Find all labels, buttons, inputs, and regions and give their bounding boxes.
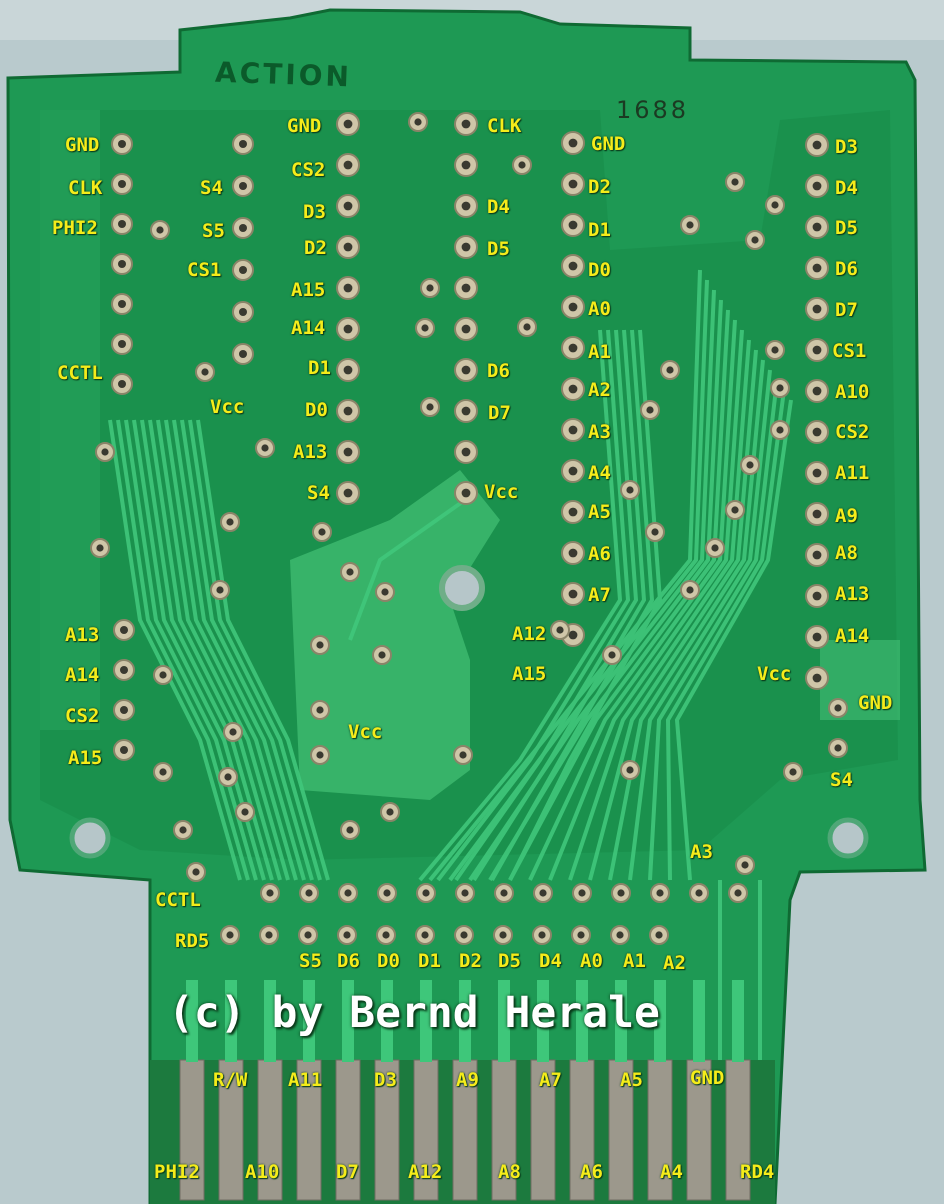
pin-label-cs1-left: CS1 bbox=[187, 259, 222, 281]
pin-label-cs2-lower-left: CS2 bbox=[65, 705, 100, 727]
pin-label-a4-finger: A4 bbox=[660, 1161, 683, 1183]
pin-label-a14-lower-left: A14 bbox=[65, 664, 100, 686]
pin-label-s4-left: S4 bbox=[200, 177, 223, 199]
pin-label-a15-lower-left: A15 bbox=[68, 747, 103, 769]
pin-label-rd5-bottom: RD5 bbox=[175, 930, 210, 952]
pin-label-d5-bottom: D5 bbox=[498, 950, 521, 972]
pin-label-d4-c2: D4 bbox=[487, 196, 510, 218]
pin-label-cctl-bottom: CCTL bbox=[155, 889, 201, 911]
pin-label-d0-c1: D0 bbox=[305, 399, 328, 421]
pin-label-a1-bottom: A1 bbox=[623, 950, 646, 972]
pin-label-vcc-c2: Vcc bbox=[484, 481, 519, 503]
pin-label-d1-bottom: D1 bbox=[418, 950, 441, 972]
pin-label-s5-bottom: S5 bbox=[299, 950, 322, 972]
pin-label-gnd-c1: GND bbox=[287, 115, 322, 137]
pin-label-d7-c2: D7 bbox=[488, 402, 511, 424]
pin-label-clk-c2: CLK bbox=[487, 115, 522, 137]
pin-label-a3-right: A3 bbox=[690, 841, 713, 863]
pcb-pads bbox=[90, 112, 848, 945]
pin-label-a10-right: A10 bbox=[835, 381, 870, 403]
pin-label-a3-c3: A3 bbox=[588, 421, 611, 443]
pin-label-a13-right: A13 bbox=[835, 583, 870, 605]
pin-label-d7-finger: D7 bbox=[336, 1161, 359, 1183]
pin-label-gnd-finger: GND bbox=[690, 1067, 725, 1089]
pin-label-d6-right: D6 bbox=[835, 258, 858, 280]
pin-label-d3-right: D3 bbox=[835, 136, 858, 158]
pin-label-a15-c3: A15 bbox=[512, 663, 547, 685]
pin-label-clk-left: CLK bbox=[68, 177, 103, 199]
pin-label-a8-finger: A8 bbox=[498, 1161, 521, 1183]
pin-label-s4-c1: S4 bbox=[307, 482, 330, 504]
pin-label-d3-c1: D3 bbox=[303, 201, 326, 223]
pin-label-d1-c1: D1 bbox=[308, 357, 331, 379]
pin-label-d2-bottom: D2 bbox=[459, 950, 482, 972]
pin-label-cs2-right: CS2 bbox=[835, 421, 870, 443]
pin-label-a5-finger: A5 bbox=[620, 1069, 643, 1091]
pin-label-phi2-left: PHI2 bbox=[52, 217, 98, 239]
pin-label-a2-c3: A2 bbox=[588, 379, 611, 401]
pin-label-vcc-left: Vcc bbox=[210, 396, 245, 418]
pin-label-rd4-finger: RD4 bbox=[740, 1161, 775, 1183]
pin-label-a0-c3: A0 bbox=[588, 298, 611, 320]
pin-label-d6-c2: D6 bbox=[487, 360, 510, 382]
board-number: 1688 bbox=[616, 96, 690, 124]
pin-label-a7-c3: A7 bbox=[588, 584, 611, 606]
pin-label-a9-finger: A9 bbox=[456, 1069, 479, 1091]
pin-label-a14-c1: A14 bbox=[291, 317, 326, 339]
pin-label-a14-right: A14 bbox=[835, 625, 870, 647]
edge-connector bbox=[150, 980, 775, 1204]
pin-label-a10-finger: A10 bbox=[245, 1161, 280, 1183]
pin-label-d2-c1: D2 bbox=[304, 237, 327, 259]
mounting-hole-left bbox=[69, 817, 111, 859]
pin-label-vcc-lower-mid: Vcc bbox=[348, 721, 383, 743]
pin-label-gnd-c3: GND bbox=[591, 133, 626, 155]
pin-label-d2-c3: D2 bbox=[588, 176, 611, 198]
pin-label-a9-right: A9 bbox=[835, 505, 858, 527]
pin-label-cs2-c1: CS2 bbox=[291, 159, 326, 181]
pin-label-d5-c2: D5 bbox=[487, 238, 510, 260]
pin-label-gnd-top-left: GND bbox=[65, 134, 100, 156]
pin-label-d1-c3: D1 bbox=[588, 219, 611, 241]
pin-label-a8-right: A8 bbox=[835, 542, 858, 564]
pin-label-a1-c3: A1 bbox=[588, 341, 611, 363]
mounting-hole-center bbox=[439, 565, 485, 611]
pin-label-a4-c3: A4 bbox=[588, 462, 611, 484]
pin-label-vcc-right: Vcc bbox=[757, 663, 792, 685]
pin-label-s4-right: S4 bbox=[830, 769, 853, 791]
pin-label-d5-right: D5 bbox=[835, 217, 858, 239]
pin-label-phi2-finger: PHI2 bbox=[154, 1161, 200, 1183]
pin-label-a2-bottom: A2 bbox=[663, 952, 686, 974]
copyright-text: (c) by Bernd Herale bbox=[168, 988, 660, 1038]
brand-text: ACTION bbox=[214, 55, 353, 94]
pcb-traces bbox=[108, 269, 793, 1060]
pin-label-a0-bottom: A0 bbox=[580, 950, 603, 972]
pin-label-cs1-right: CS1 bbox=[832, 340, 867, 362]
pin-label-d6-bottom: D6 bbox=[337, 950, 360, 972]
pin-label-a13-c1: A13 bbox=[293, 441, 328, 463]
pin-label-rw-finger: R/W bbox=[213, 1069, 248, 1091]
pin-label-a15-c1: A15 bbox=[291, 279, 326, 301]
pin-label-a11-finger: A11 bbox=[288, 1069, 323, 1091]
pin-label-a6-c3: A6 bbox=[588, 543, 611, 565]
pin-label-cctl-left: CCTL bbox=[57, 362, 103, 384]
pin-label-a5-c3: A5 bbox=[588, 501, 611, 523]
pin-label-a6-finger: A6 bbox=[580, 1161, 603, 1183]
pin-label-d7-right: D7 bbox=[835, 299, 858, 321]
pin-label-d0-bottom: D0 bbox=[377, 950, 400, 972]
mounting-hole-right bbox=[827, 817, 869, 859]
pin-label-a13-lower-left: A13 bbox=[65, 624, 100, 646]
pin-label-a7-finger: A7 bbox=[539, 1069, 562, 1091]
pin-label-a11-right: A11 bbox=[835, 462, 870, 484]
pin-label-d4-right: D4 bbox=[835, 177, 858, 199]
pin-label-s5-left: S5 bbox=[202, 220, 225, 242]
pin-label-d3-finger: D3 bbox=[374, 1069, 397, 1091]
pin-label-a12-c3: A12 bbox=[512, 623, 547, 645]
pin-label-gnd-right: GND bbox=[858, 692, 893, 714]
pin-label-d0-c3: D0 bbox=[588, 259, 611, 281]
pin-label-d4-bottom: D4 bbox=[539, 950, 562, 972]
pin-label-a12-finger: A12 bbox=[408, 1161, 443, 1183]
